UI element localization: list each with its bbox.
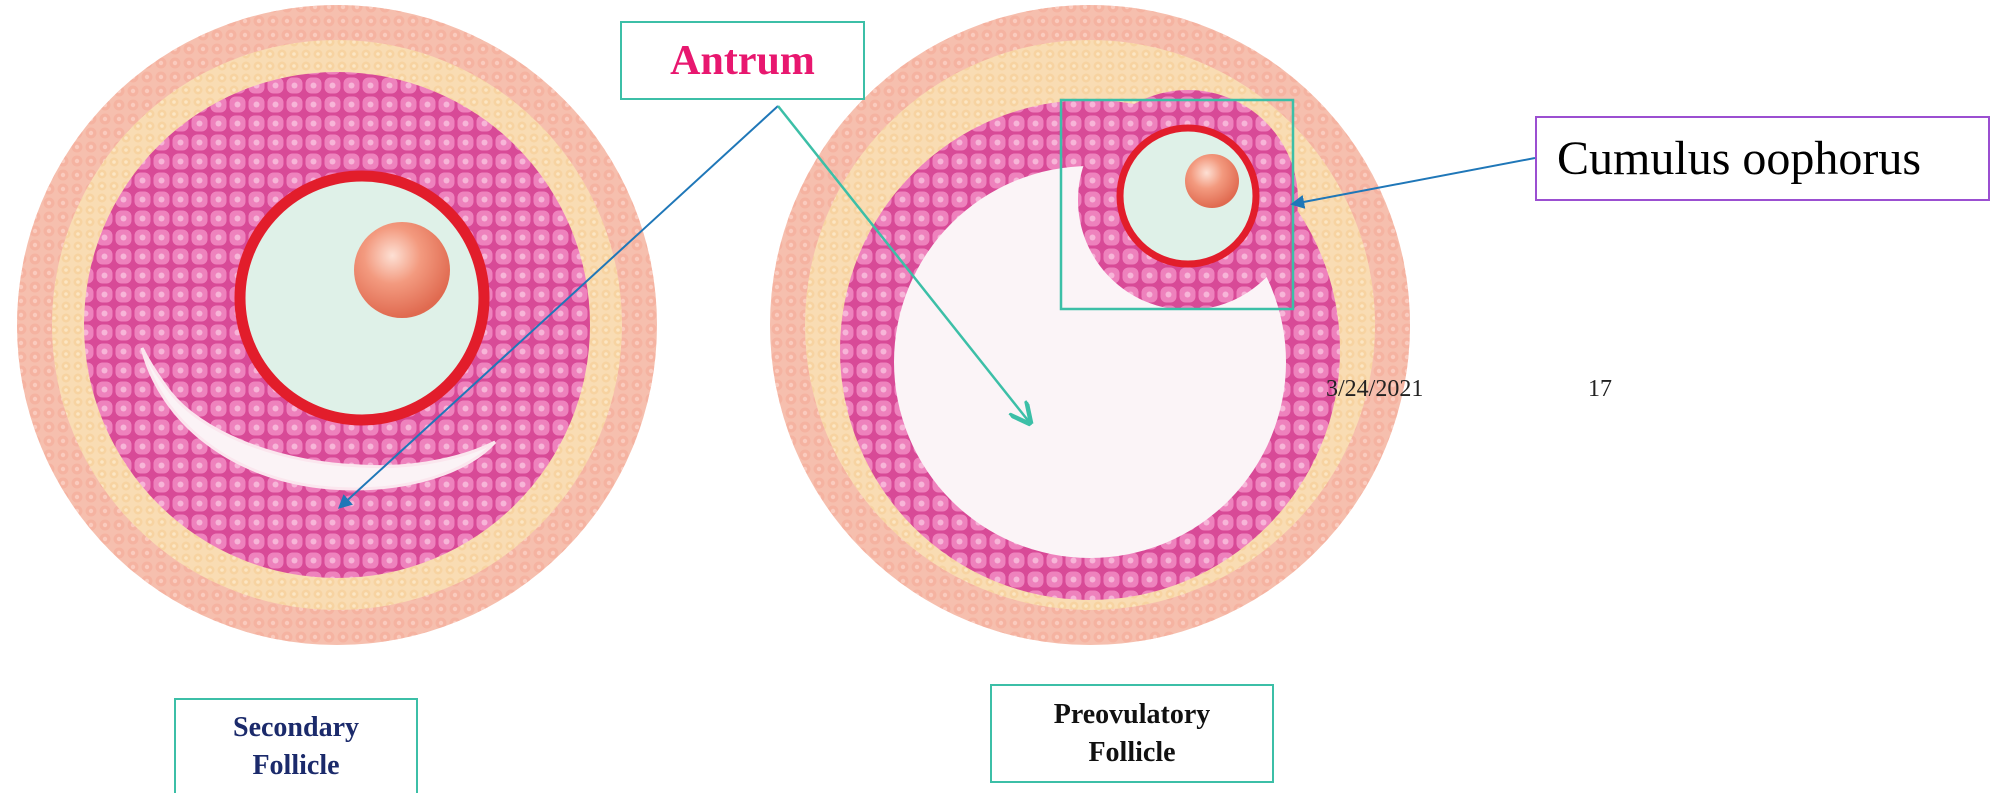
secondary-follicle-caption: Secondary Follicle: [174, 698, 418, 793]
zona-pellucida: [1120, 128, 1256, 264]
slide-number: 17: [1588, 376, 1612, 403]
preovulatory-caption-line1: Preovulatory: [1054, 696, 1211, 734]
secondary-follicle: [17, 5, 657, 645]
antrum-label-box: Antrum: [620, 21, 865, 100]
cumulus-label: Cumulus oophorus: [1557, 131, 1921, 186]
nucleus: [1185, 154, 1239, 208]
preovulatory-caption-line2: Follicle: [1088, 734, 1175, 772]
preovulatory-follicle-caption: Preovulatory Follicle: [990, 684, 1274, 783]
nucleus: [354, 222, 450, 318]
antrum-label: Antrum: [670, 37, 815, 85]
secondary-caption-line1: Secondary: [233, 709, 359, 747]
cumulus-label-box: Cumulus oophorus: [1535, 116, 1990, 201]
zona-pellucida: [240, 176, 484, 420]
secondary-caption-line2: Follicle: [252, 747, 339, 785]
slide-date: 3/24/2021: [1326, 376, 1423, 403]
